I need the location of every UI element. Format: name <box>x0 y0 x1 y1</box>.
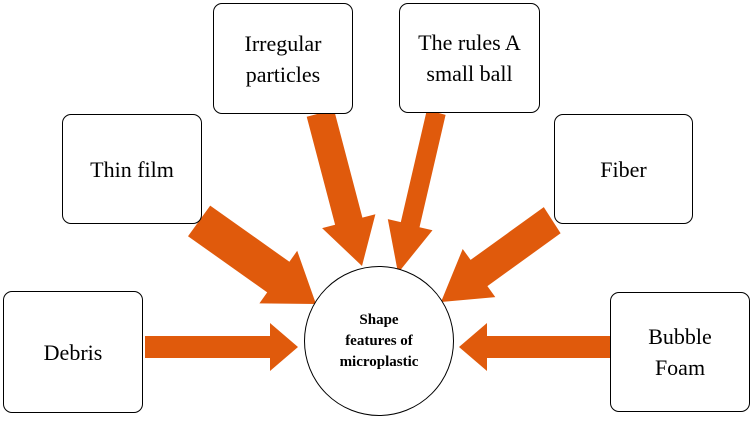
feature-node-debris: Debris <box>3 291 143 413</box>
feature-node-small-ball: The rules A small ball <box>399 3 540 113</box>
arrow-debris <box>145 323 298 371</box>
feature-node-thin-film: Thin film <box>62 114 202 224</box>
center-concept-label: Shape features of microplastic <box>339 311 419 370</box>
feature-label-bubble-foam: Bubble Foam <box>648 324 712 380</box>
feature-label-fiber: Fiber <box>600 156 647 182</box>
feature-label-debris: Debris <box>43 339 103 365</box>
arrow-bubble-foam <box>459 323 610 371</box>
feature-node-bubble-foam: Bubble Foam <box>610 292 750 412</box>
arrow-fiber <box>441 207 561 302</box>
arrow-thin-film <box>188 205 316 304</box>
feature-label-irregular-particles: Irregular particles <box>244 30 322 87</box>
arrow-irregular-particles <box>306 109 376 266</box>
feature-label-small-ball: The rules A small ball <box>418 30 521 86</box>
arrow-small-ball <box>387 109 446 273</box>
feature-node-fiber: Fiber <box>554 114 693 224</box>
feature-label-thin-film: Thin film <box>90 156 174 182</box>
arrow-group <box>145 109 610 371</box>
center-concept-node: Shape features of microplastic <box>304 266 454 416</box>
feature-node-irregular-particles: Irregular particles <box>213 3 353 114</box>
